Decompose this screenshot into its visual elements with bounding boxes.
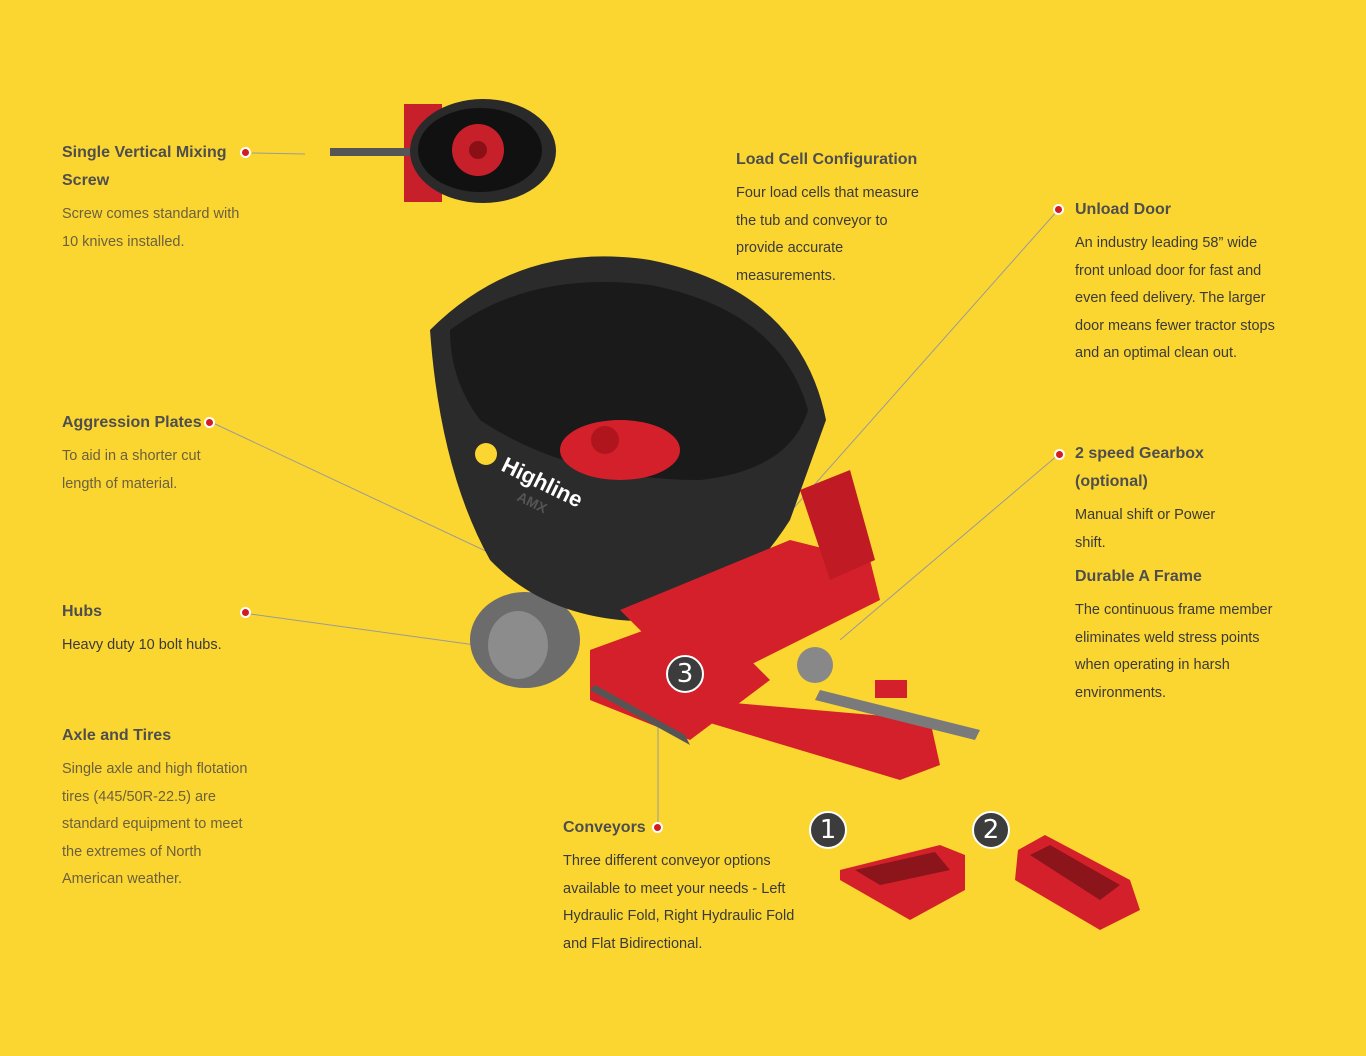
callout-dot[interactable] <box>204 417 215 428</box>
feature-hubs: Hubs Heavy duty 10 bolt hubs. <box>62 598 242 660</box>
feature-axle-tires: Axle and Tires Single axle and high flot… <box>62 722 262 894</box>
feature-text: Manual shift or Power shift. <box>1075 507 1216 551</box>
conveyor-option-2-image <box>1015 835 1140 930</box>
feature-text: Single axle and high flotation tires (44… <box>62 761 248 888</box>
top-view-image <box>330 99 556 203</box>
feature-unload-door: Unload Door An industry leading 58” wide… <box>1075 196 1275 368</box>
conveyor-badge-2: 2 <box>972 811 1010 849</box>
feature-load-cell: Load Cell Configuration Four load cells … <box>736 146 926 290</box>
feature-conveyors: Conveyors Three different conveyor optio… <box>563 814 803 958</box>
feature-title: Conveyors <box>563 819 646 836</box>
conveyor-option-1-image <box>840 845 965 920</box>
feature-aggression-plates: Aggression Plates To aid in a shorter cu… <box>62 409 222 498</box>
feature-text: Screw comes standard with 10 knives inst… <box>62 206 240 250</box>
callout-dot[interactable] <box>240 147 251 158</box>
feature-text: Four load cells that measure the tub and… <box>736 185 919 284</box>
feature-title: Single Vertical Mixing Screw <box>62 144 227 189</box>
feature-text: The continuous frame member eliminates w… <box>1075 602 1273 701</box>
feature-title: Load Cell Configuration <box>736 151 918 168</box>
feature-title: Hubs <box>62 603 102 620</box>
feature-text: Heavy duty 10 bolt hubs. <box>62 637 222 653</box>
feature-text: Three different conveyor options availab… <box>563 853 795 952</box>
feature-text: An industry leading 58” wide front unloa… <box>1075 235 1275 362</box>
feature-title: Axle and Tires <box>62 727 172 744</box>
callout-dot[interactable] <box>240 607 251 618</box>
callout-dot[interactable] <box>1054 449 1065 460</box>
feature-a-frame: Durable A Frame The continuous frame mem… <box>1075 563 1275 707</box>
feature-title: Aggression Plates <box>62 414 202 431</box>
feature-title: Unload Door <box>1075 201 1171 218</box>
feature-title: 2 speed Gearbox (optional) <box>1075 445 1204 490</box>
conveyor-badge-3: 3 <box>666 655 704 693</box>
conveyor-badge-1: 1 <box>809 811 847 849</box>
callout-dot[interactable] <box>652 822 663 833</box>
feature-text: To aid in a shorter cut length of materi… <box>62 448 201 492</box>
feature-mixing-screw: Single Vertical Mixing Screw Screw comes… <box>62 139 252 256</box>
feature-gearbox: 2 speed Gearbox (optional) Manual shift … <box>1075 440 1235 557</box>
main-mixer-image: Highline AMX <box>430 256 980 780</box>
callout-dot[interactable] <box>1053 204 1064 215</box>
feature-title: Durable A Frame <box>1075 568 1202 585</box>
